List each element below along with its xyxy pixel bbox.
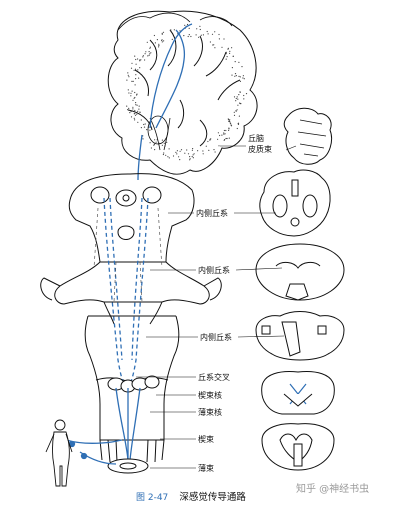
pathway-guides bbox=[93, 207, 163, 303]
label-lemniscal-decussation: 丘系交叉 bbox=[198, 372, 230, 382]
label-thalamocortical-tract: 丘脑 皮质束 bbox=[248, 133, 272, 154]
center-labels: 内侧丘系 内侧丘系 内侧丘系 丘系交叉 楔束核 薄束核 楔束 薄束 bbox=[136, 208, 285, 473]
cortex-stipple bbox=[126, 23, 248, 161]
label-fasciculus-gracilis: 薄束 bbox=[198, 463, 214, 473]
label-fasciculus-cuneatus: 楔束 bbox=[198, 434, 214, 444]
human-figure-icon bbox=[45, 419, 73, 487]
spinal-cord-segment bbox=[107, 458, 149, 474]
figure-caption: 图 2-47 深感觉传导通路 bbox=[136, 485, 246, 504]
brainstem-outline bbox=[40, 173, 222, 463]
figure-number: 图 2-47 bbox=[136, 492, 168, 503]
label-medial-lemniscus-2: 内侧丘系 bbox=[198, 265, 230, 275]
label-medial-lemniscus-1: 内侧丘系 bbox=[196, 208, 228, 218]
section-upper-medulla bbox=[255, 311, 345, 361]
figure-title: 深感觉传导通路 bbox=[179, 491, 246, 503]
medial-lemniscus-pathway bbox=[103, 197, 149, 385]
section-midbrain bbox=[259, 169, 331, 237]
label-gracile-nucleus: 薄束核 bbox=[198, 407, 222, 417]
decussation-crossing bbox=[115, 387, 141, 462]
peripheral-afferents bbox=[65, 439, 123, 465]
section-decussation bbox=[261, 371, 335, 415]
thalamocortical-pathway bbox=[137, 23, 193, 181]
section-spinal-cord bbox=[261, 423, 335, 471]
label-medial-lemniscus-3: 内侧丘系 bbox=[200, 332, 232, 342]
watermark: 知乎 @神经书虫 bbox=[296, 482, 369, 495]
thalamus-inset bbox=[283, 107, 333, 165]
label-cuneate-nucleus: 楔束核 bbox=[198, 390, 222, 400]
section-pons bbox=[255, 243, 345, 301]
internal-capsule bbox=[147, 115, 171, 151]
cerebrum-section bbox=[107, 10, 258, 175]
